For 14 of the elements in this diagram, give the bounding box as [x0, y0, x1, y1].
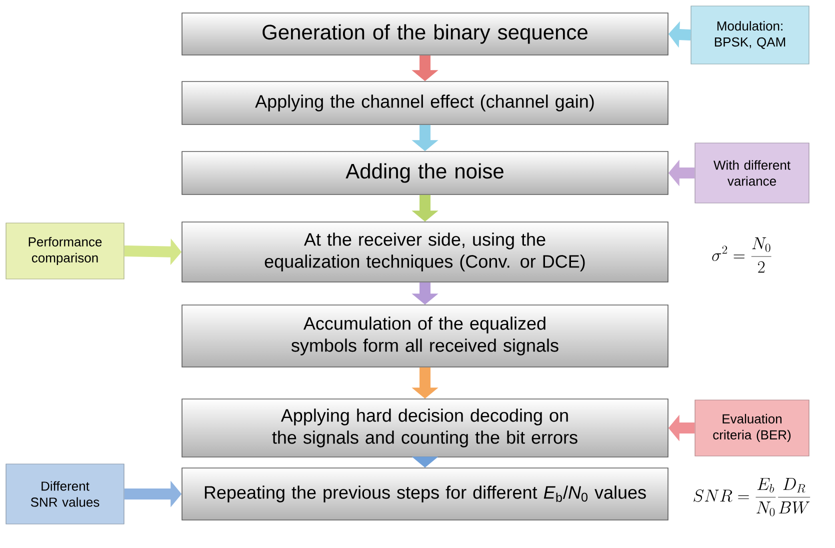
process-box: Applying hard decision decoding on the signals and counting the bit errors	[182, 398, 668, 458]
formula: $\sigma^{2} = \frac{N_{0}}{2}$	[712, 237, 772, 273]
process-box: Adding the noise	[182, 151, 668, 195]
process-box: Repeating the previous steps for different E$_{b}$/N$_{0}$ values	[182, 468, 668, 520]
process-box: Applying the channel effect (channel gain)	[182, 81, 668, 125]
callout-box: Modulation: BPSK, QAM	[690, 6, 810, 64]
process-box: Generation of the binary sequence	[182, 12, 668, 56]
process-box: At the receiver side, using the equalization techniques (Conv. or DCE)	[182, 222, 668, 282]
callout-box: With different variance	[694, 142, 810, 204]
process-box: Accumulation of the equalized symbols form all received signals	[182, 304, 668, 368]
callout-box: Different SNR values	[6, 464, 124, 524]
formula: $SNR = \frac{E_{b}}{N_{0}} \frac{D_{R}}{BW}$	[694, 478, 810, 516]
callout-box: Evaluation criteria (BER)	[694, 400, 810, 456]
callout-box: Performance comparison	[6, 222, 124, 280]
